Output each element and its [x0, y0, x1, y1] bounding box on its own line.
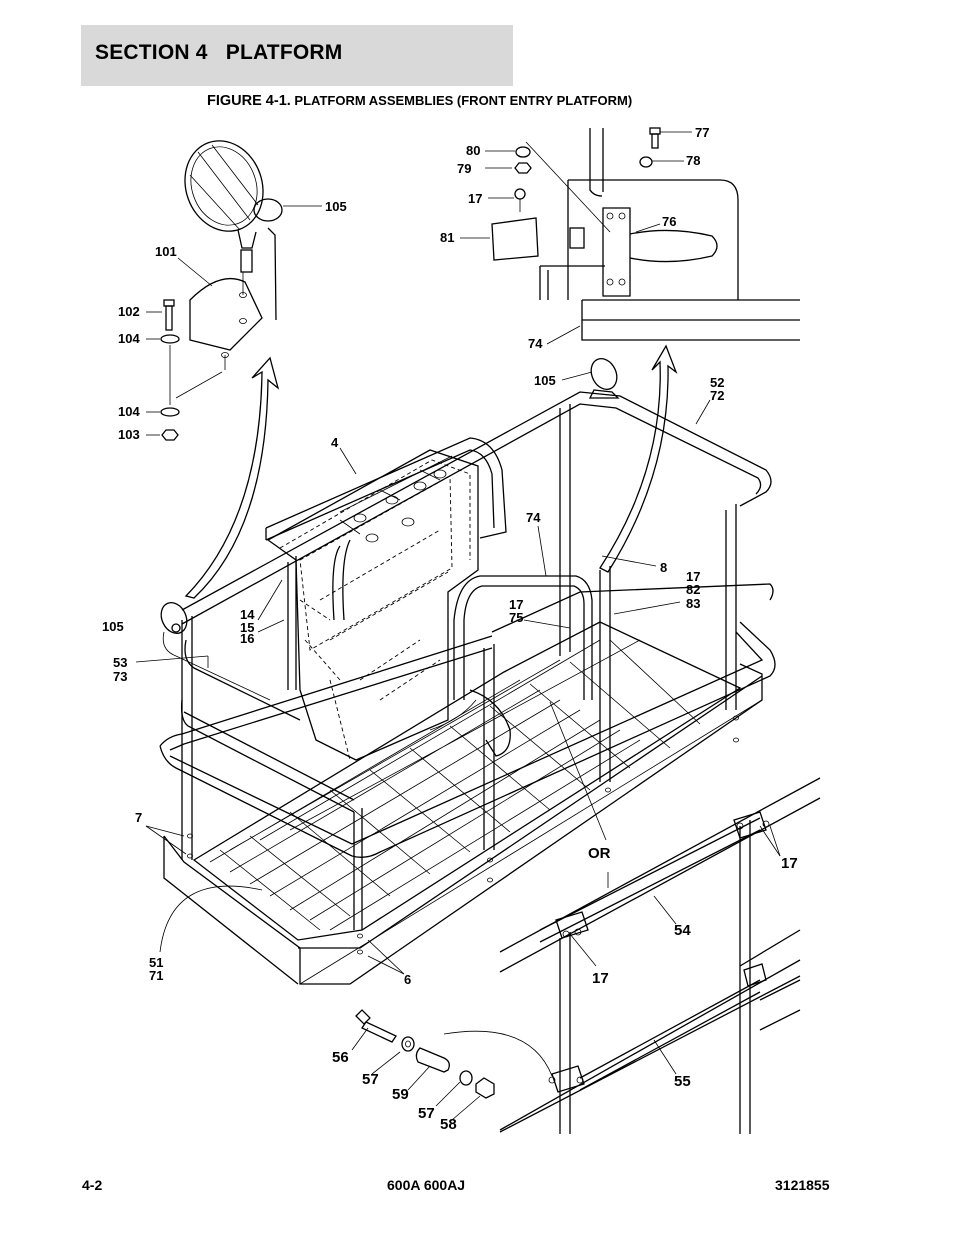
callout-58: 58	[440, 1116, 457, 1133]
callout-74-rail: 74	[526, 510, 541, 525]
callout-71: 71	[149, 968, 163, 983]
callout-104-upper: 104	[118, 331, 140, 346]
callout-17-rail: 17	[686, 569, 700, 584]
section-title: SECTION 4 PLATFORM	[95, 41, 343, 64]
callout-102: 102	[118, 304, 140, 319]
callout-54: 54	[674, 922, 691, 939]
callout-17-rail-upper: 17	[781, 855, 798, 872]
callout-53: 53	[113, 655, 127, 670]
leader-lines	[135, 257, 781, 1075]
callout-78: 78	[686, 153, 700, 168]
callout-15: 15	[240, 620, 254, 635]
callout-79: 79	[457, 161, 471, 176]
footer-page-number: 4-2	[82, 1177, 103, 1193]
light-bracket-detail	[160, 140, 322, 441]
platform-floor	[163, 621, 763, 985]
footer-manual-number: 3121855	[775, 1177, 830, 1193]
callout-104-lower: 104	[118, 404, 140, 419]
control-box	[266, 449, 511, 761]
alternate-rail-section	[499, 777, 821, 1134]
callout-59: 59	[392, 1086, 409, 1103]
callout-76: 76	[662, 214, 676, 229]
callout-77: 77	[695, 125, 709, 140]
callout-105-rear-light: 105	[534, 373, 556, 388]
callout-73: 73	[113, 669, 127, 684]
figure-caption-text: PLATFORM ASSEMBLIES (FRONT ENTRY PLATFOR…	[290, 93, 633, 108]
callout-83: 83	[686, 596, 700, 611]
callout-6: 6	[404, 972, 411, 987]
callout-80: 80	[466, 143, 480, 158]
figure-caption-prefix: FIGURE 4-1.	[207, 93, 291, 109]
callout-labels: 105 101 102 104 104 103 80 79 17 81 77 7…	[102, 125, 798, 1133]
callout-57-left: 57	[362, 1071, 379, 1088]
callout-or: OR	[588, 845, 611, 862]
platform-rails	[159, 391, 776, 930]
callout-105-front-light: 105	[102, 619, 124, 634]
platform-lights	[160, 357, 620, 701]
callout-74-mount: 74	[528, 336, 543, 351]
rail-mount-detail	[460, 127, 800, 345]
figure-caption: FIGURE 4-1. PLATFORM ASSEMBLIES (FRONT E…	[207, 93, 632, 109]
callout-101: 101	[155, 244, 177, 259]
spacer-hardware	[351, 1009, 553, 1121]
footer-models: 600A 600AJ	[387, 1177, 466, 1193]
callout-56: 56	[332, 1049, 349, 1066]
callout-16: 16	[240, 631, 254, 646]
callout-81: 81	[440, 230, 454, 245]
callout-105-light-detail: 105	[325, 199, 347, 214]
callout-72: 72	[710, 388, 724, 403]
callout-17-rail-lower: 17	[592, 970, 609, 987]
callout-57-right: 57	[418, 1105, 435, 1122]
callout-8: 8	[660, 560, 667, 575]
section-header: SECTION 4 PLATFORM	[81, 25, 513, 86]
callout-51: 51	[149, 955, 163, 970]
callout-103: 103	[118, 427, 140, 442]
callout-55: 55	[674, 1073, 691, 1090]
callout-17-mount: 17	[468, 191, 482, 206]
callout-52: 52	[710, 375, 724, 390]
callout-82: 82	[686, 582, 700, 597]
callout-17-gate: 17	[509, 597, 523, 612]
callout-14: 14	[240, 607, 255, 622]
callout-7: 7	[135, 810, 142, 825]
callout-4: 4	[331, 435, 339, 450]
detail-arrows	[184, 344, 678, 599]
callout-75: 75	[509, 610, 523, 625]
